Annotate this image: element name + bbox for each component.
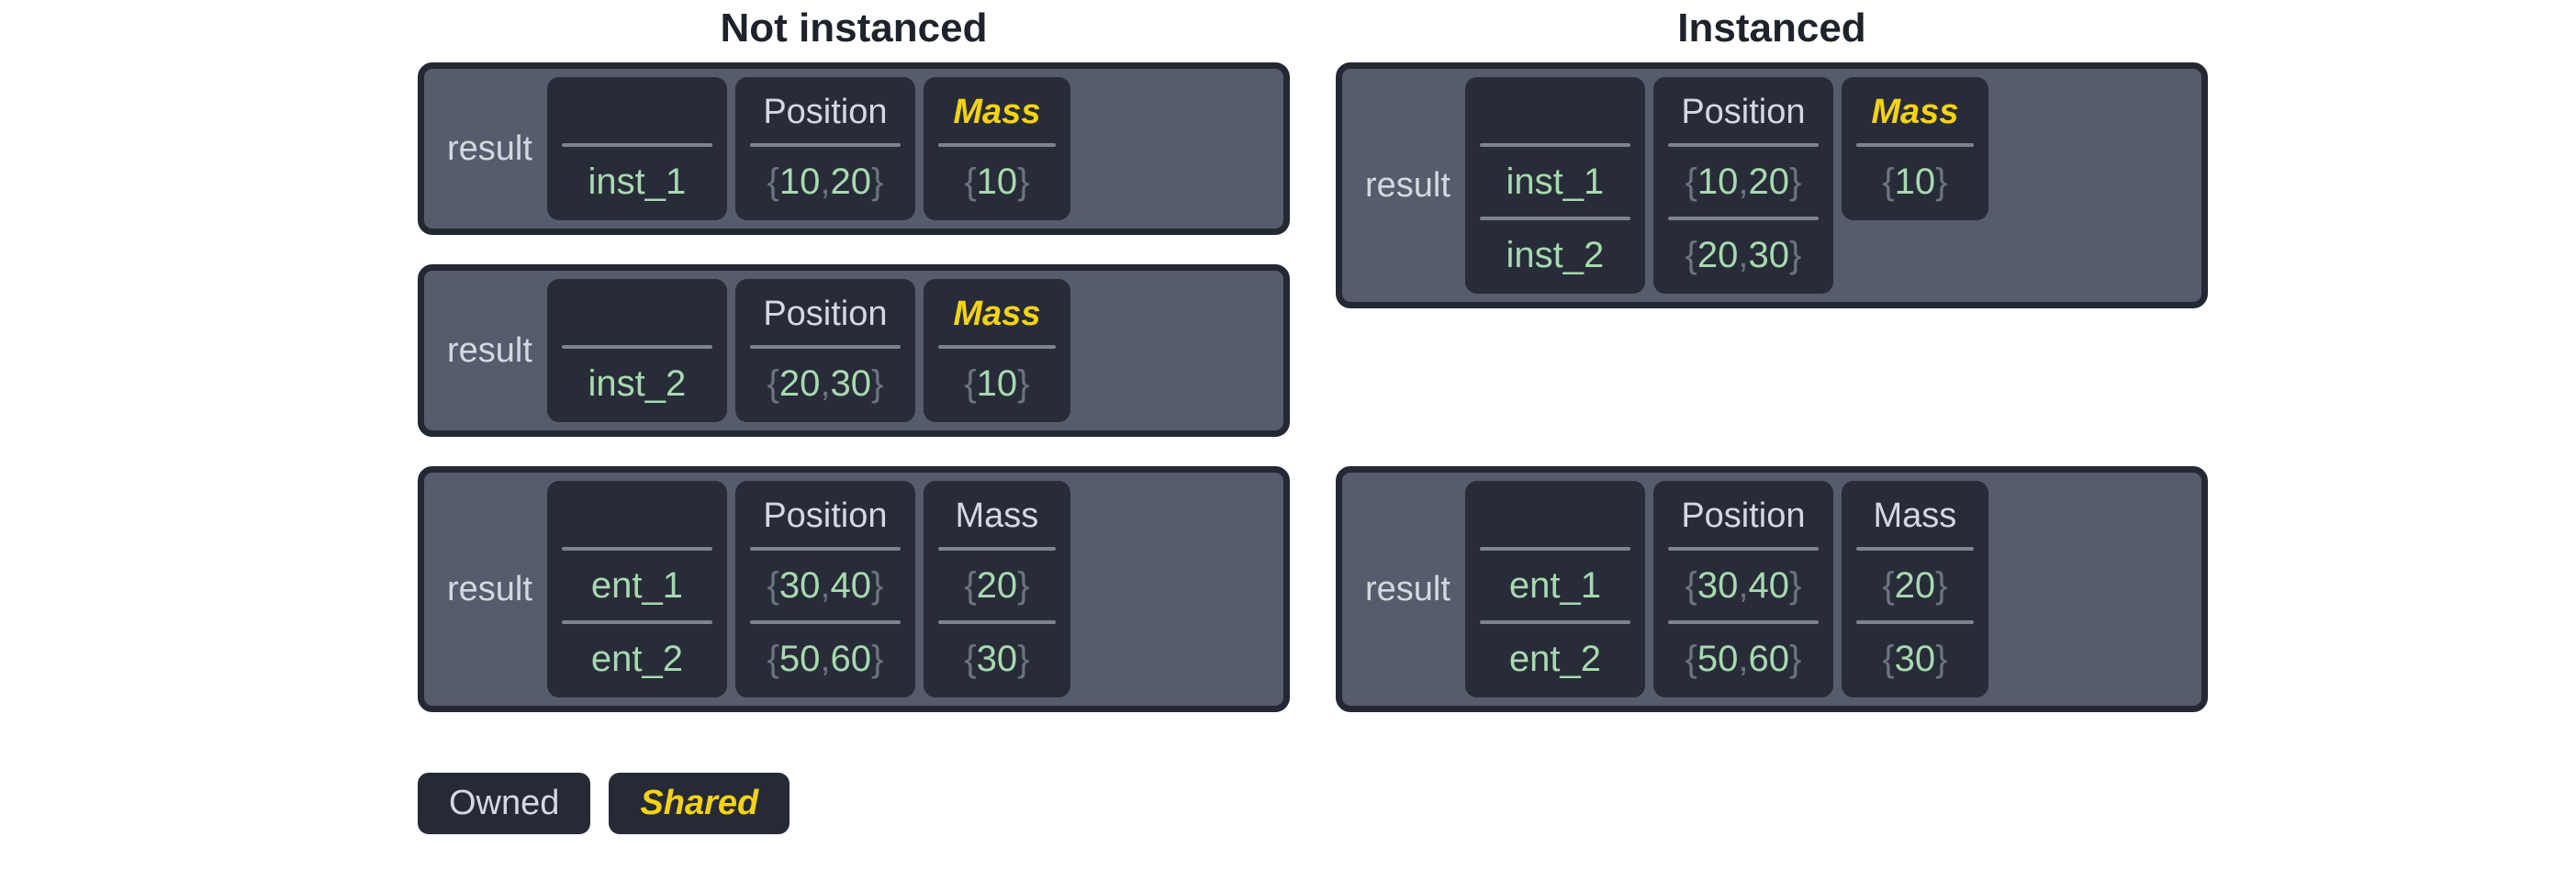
row-separator — [1667, 217, 1819, 220]
column-header-blank — [547, 86, 727, 138]
row-separator — [937, 620, 1056, 624]
row-separator — [1855, 547, 1974, 551]
archetype-label: result — [447, 128, 532, 168]
archetype-label: result — [447, 330, 532, 370]
row-separator — [561, 620, 712, 624]
row-separator — [1667, 143, 1819, 147]
column-header: Position — [763, 496, 888, 535]
archetype-label: result — [1365, 165, 1450, 205]
row-separator — [1855, 143, 1974, 147]
row-separator — [749, 143, 901, 147]
row-separator — [749, 547, 901, 551]
row-separator — [749, 620, 901, 624]
row-separator — [937, 345, 1056, 349]
row-separator — [1667, 620, 1819, 624]
row-separator — [1855, 620, 1974, 624]
row-separator — [561, 143, 712, 147]
column-header: Mass — [953, 92, 1041, 131]
row-separator — [937, 547, 1056, 551]
archetype-label: result — [447, 569, 532, 608]
column-header: Mass — [953, 294, 1041, 333]
column-header: Position — [763, 92, 888, 131]
row-separator — [561, 547, 712, 551]
column-header-blank — [1465, 490, 1645, 541]
row-separator — [561, 345, 712, 349]
legend-chip-owned: Owned — [418, 773, 591, 834]
archetype-label: result — [1365, 569, 1450, 608]
column-title-not-instanced: Not instanced — [720, 6, 988, 50]
column-header: Mass — [1873, 496, 1957, 535]
row-separator — [1479, 143, 1630, 147]
column-header-blank — [547, 288, 727, 340]
column-header: Position — [763, 294, 888, 333]
legend: Owned Shared — [418, 773, 790, 834]
column-header: Position — [1681, 496, 1806, 535]
column-header: Position — [1681, 92, 1806, 131]
row-separator — [749, 345, 901, 349]
legend-chip-shared: Shared — [609, 773, 790, 834]
column-header: Mass — [955, 496, 1039, 535]
column-header-blank — [1465, 86, 1645, 138]
column-header: Mass — [1871, 92, 1959, 131]
row-separator — [1479, 547, 1630, 551]
row-separator — [937, 143, 1056, 147]
row-separator — [1479, 217, 1630, 220]
column-title-instanced: Instanced — [1677, 6, 1866, 50]
row-separator — [1479, 620, 1630, 624]
column-header-blank — [547, 490, 727, 541]
row-separator — [1667, 547, 1819, 551]
